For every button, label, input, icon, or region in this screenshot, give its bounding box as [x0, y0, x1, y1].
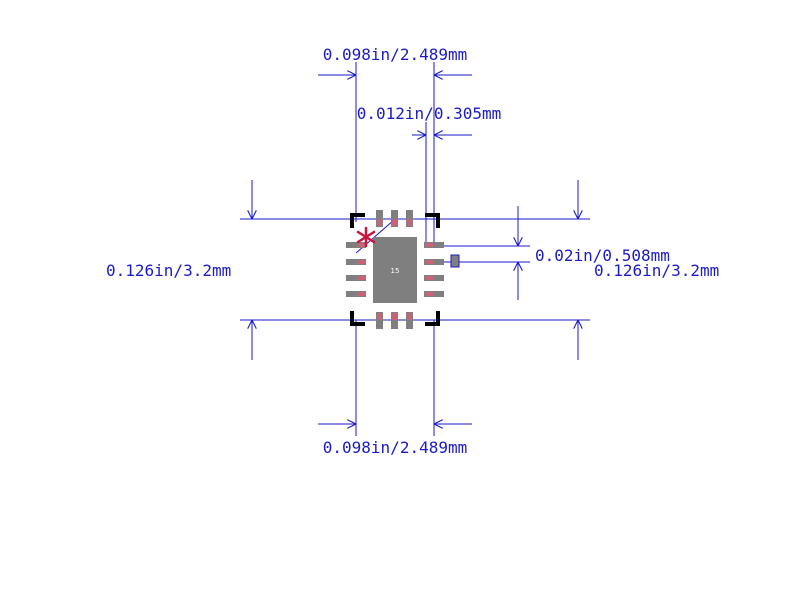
pad — [424, 275, 444, 281]
pad — [376, 312, 383, 329]
dimension-lines — [240, 62, 590, 436]
pad-center — [357, 292, 365, 296]
outline-corner-bottom-right — [425, 311, 440, 326]
pin1-marker-icon — [356, 226, 376, 248]
pad-center — [425, 292, 433, 296]
pads-left — [346, 242, 366, 297]
pad — [346, 259, 366, 265]
pad — [424, 291, 444, 297]
pad-center — [392, 313, 397, 320]
pad-center — [392, 219, 397, 226]
pad-center — [357, 260, 365, 264]
pad-center — [357, 276, 365, 280]
reference-pad — [450, 254, 460, 268]
pad — [391, 312, 398, 329]
pad-center — [357, 243, 365, 247]
pad — [424, 259, 444, 265]
pitch-label: 0.012in/0.305mm — [357, 104, 502, 123]
pads-bottom — [376, 312, 413, 329]
pad — [406, 312, 413, 329]
pad — [346, 291, 366, 297]
center-pad — [373, 237, 417, 303]
pads-right — [424, 242, 444, 297]
pad — [391, 210, 398, 227]
pad-center — [425, 260, 433, 264]
bottom-width-label: 0.098in/2.489mm — [323, 438, 468, 457]
pad-center — [377, 219, 382, 226]
pad-center — [425, 243, 433, 247]
center-pad-label: 15 — [391, 267, 400, 275]
pad — [346, 275, 366, 281]
pad-spacing-label: 0.02in/0.508mm — [535, 246, 670, 265]
pad — [376, 210, 383, 227]
pad — [424, 242, 444, 248]
pad — [406, 210, 413, 227]
pads-top — [376, 210, 413, 227]
pad-center — [377, 313, 382, 320]
right-height-label: 0.126in/3.2mm — [594, 261, 719, 280]
outline-corner-top-left — [350, 213, 365, 228]
package-outline — [350, 213, 440, 326]
top-width-label: 0.098in/2.489mm — [323, 45, 468, 64]
pad-center — [407, 313, 412, 320]
outline-corner-top-right — [425, 213, 440, 228]
pad-center — [407, 219, 412, 226]
outline-corner-bottom-left — [350, 311, 365, 326]
pad — [346, 242, 366, 248]
left-height-label: 0.126in/3.2mm — [106, 261, 231, 280]
pad-center — [425, 276, 433, 280]
